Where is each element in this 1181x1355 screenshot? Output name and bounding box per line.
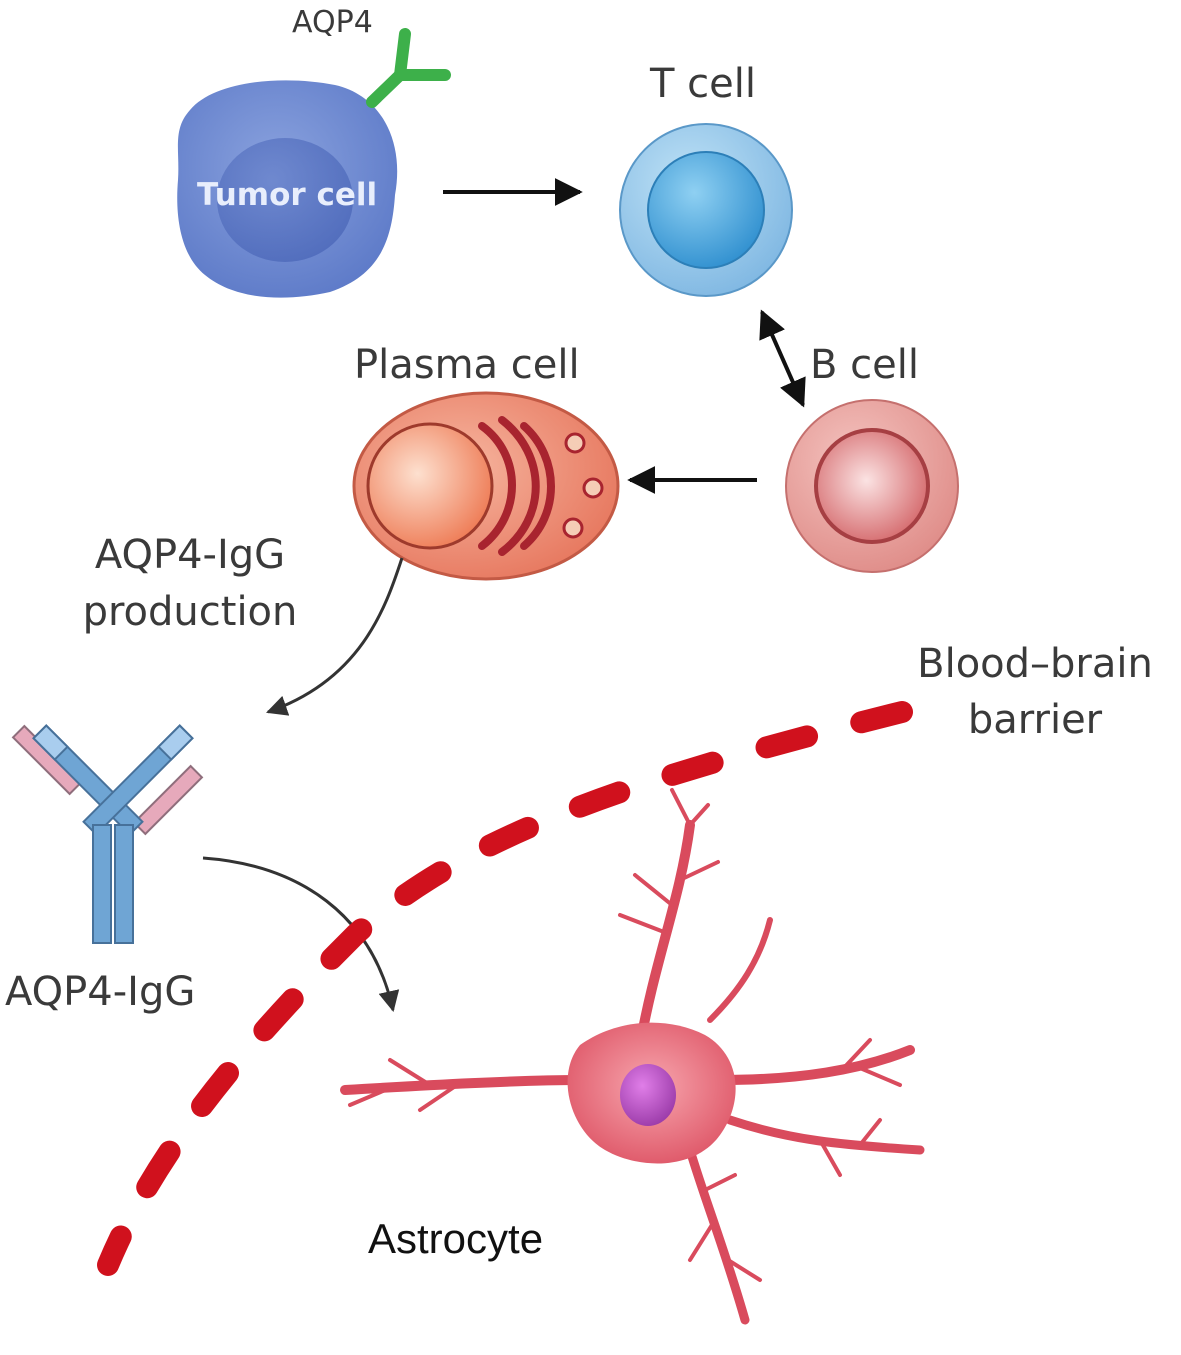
antibody-icon [11, 724, 204, 944]
plasma-cell-label: Plasma cell [354, 342, 580, 388]
astrocyte-label: Astrocyte [368, 1215, 544, 1262]
blood-brain-barrier-line [97, 701, 913, 1276]
b-cell [785, 399, 959, 573]
aqp4-igg-label: AQP4-IgG [5, 969, 196, 1015]
production-label-line2: production [82, 589, 298, 635]
t-cell-label: T cell [650, 61, 756, 107]
astrocyte-cell [340, 788, 925, 1325]
aqp4-receptor-icon [366, 28, 451, 108]
arrow-plasma-to-antibody [266, 557, 404, 716]
bbb-label-line2: barrier [967, 697, 1103, 743]
plasma-cell [352, 391, 620, 581]
t-cell [619, 123, 793, 297]
tumor-cell [177, 80, 398, 298]
arrow-antibody-to-astrocyte [202, 856, 400, 1013]
production-label-line1: AQP4-IgG [94, 532, 286, 578]
arrow-tcell-bcell [759, 309, 806, 408]
b-cell-label: B cell [810, 342, 919, 388]
tumor-cell-label: Tumor cell [197, 177, 378, 213]
aqp4-label: AQP4 [292, 5, 373, 40]
bbb-label-line1: Blood–brain [917, 641, 1153, 687]
